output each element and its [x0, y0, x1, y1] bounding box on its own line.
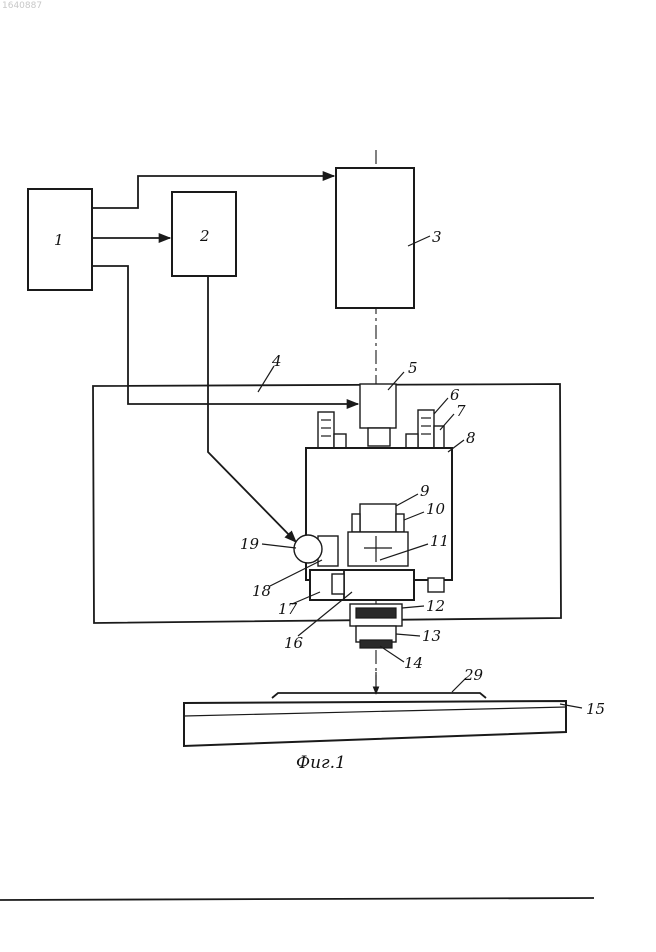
block-5 — [360, 384, 396, 428]
page-rule — [0, 898, 594, 900]
head-14 — [360, 640, 392, 648]
leader-12 — [402, 606, 424, 608]
element-10-left — [352, 514, 360, 532]
label-29: 29 — [463, 666, 484, 684]
connector-right-side — [434, 426, 444, 448]
element-9 — [360, 504, 396, 532]
leader-8 — [448, 440, 464, 452]
leader-13 — [396, 634, 420, 636]
label-10: 10 — [426, 500, 446, 518]
label-18: 18 — [252, 582, 271, 600]
workpiece-29 — [272, 693, 486, 698]
unit-16 — [310, 570, 414, 600]
leader-7 — [440, 414, 454, 430]
leader-6 — [434, 398, 448, 414]
label-13: 13 — [422, 627, 441, 645]
element-10-right — [396, 514, 404, 532]
link-1-to-5 — [92, 266, 358, 404]
label-7: 7 — [456, 402, 466, 420]
label-3: 3 — [432, 228, 442, 246]
element-11 — [348, 532, 408, 566]
connector-left — [318, 412, 334, 448]
connector-right-base — [406, 434, 418, 448]
block-3 — [336, 168, 414, 308]
head-12-core — [356, 608, 396, 618]
link-2-to-19 — [208, 276, 296, 542]
label-14: 14 — [404, 654, 423, 672]
label-8: 8 — [466, 429, 476, 447]
label-4: 4 — [271, 352, 282, 370]
label-5: 5 — [408, 359, 418, 377]
label-12: 12 — [426, 597, 445, 615]
label-19: 19 — [240, 535, 260, 553]
connector-left-base — [334, 434, 346, 448]
label-17: 17 — [278, 600, 298, 618]
corner-code: 1640887 — [2, 1, 42, 11]
connector-right — [418, 410, 434, 448]
label-16: 16 — [284, 634, 304, 652]
label-2: 2 — [199, 227, 210, 245]
leader-19 — [262, 544, 296, 548]
label-11: 11 — [430, 532, 449, 550]
label-9: 9 — [420, 482, 430, 500]
figure-caption: Фиг.1 — [296, 753, 346, 773]
label-1: 1 — [54, 231, 64, 249]
label-15: 15 — [586, 700, 605, 718]
block-5-stem — [368, 428, 390, 446]
element-19 — [294, 535, 322, 563]
unit-17-insert — [332, 574, 344, 594]
housing-foot — [428, 578, 444, 592]
